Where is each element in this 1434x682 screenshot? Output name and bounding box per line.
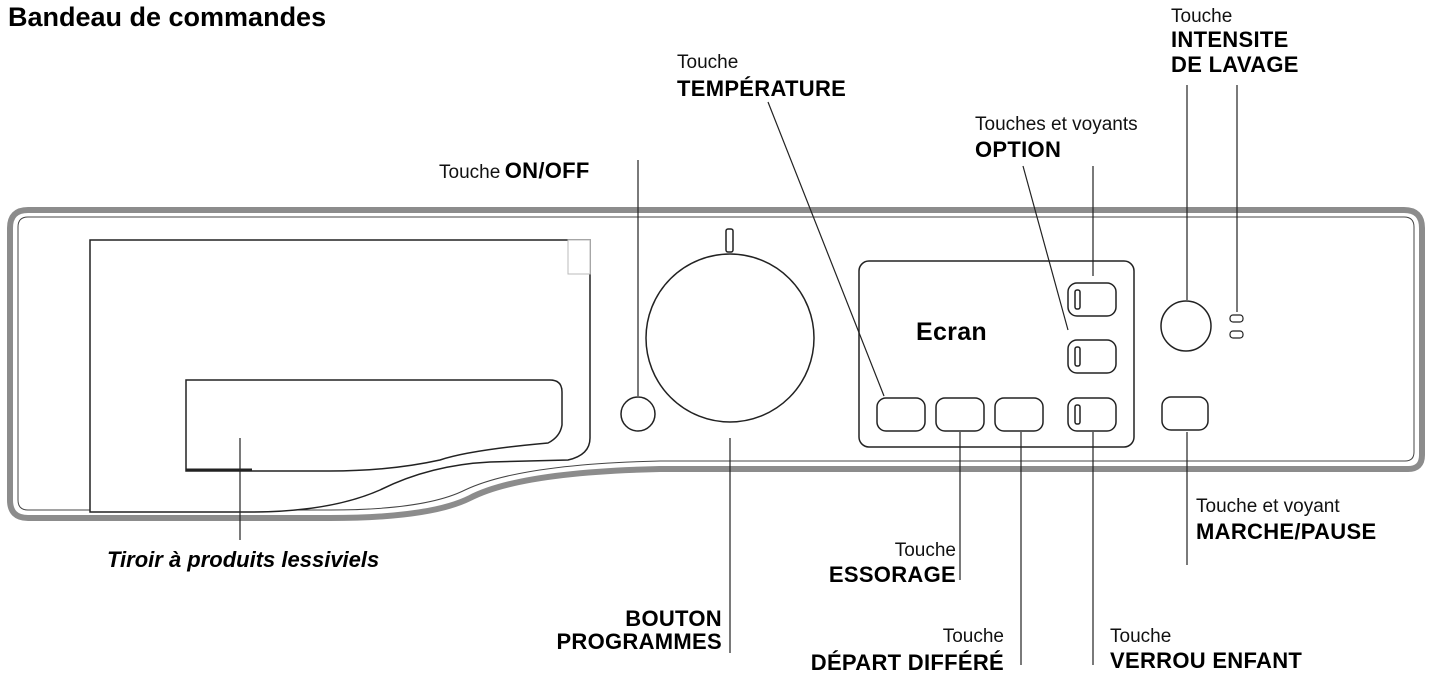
- dial-indicator: [725, 228, 734, 253]
- start-pause-button[interactable]: [1161, 396, 1209, 431]
- intensity-led-2: [1229, 330, 1244, 339]
- spin-button[interactable]: [935, 397, 985, 432]
- intensite-label-line2: DE LAVAGE: [1171, 52, 1299, 77]
- leader-temperature: [767, 101, 885, 397]
- drawer-handle[interactable]: [185, 379, 563, 472]
- onoff-button[interactable]: [620, 396, 656, 432]
- temperature-prefix: Touche: [677, 52, 739, 73]
- option-led-2: [1074, 346, 1081, 367]
- depart-prefix: Touche: [942, 626, 1004, 647]
- temperature-label: TEMPÉRATURE: [677, 76, 847, 101]
- onoff-prefix: Touche: [439, 162, 501, 183]
- drawer-tab: [567, 239, 591, 275]
- tiroir-label: Tiroir à produits lessiviels: [107, 547, 380, 572]
- option-led-1: [1074, 289, 1081, 310]
- programmes-label-line2: PROGRAMMES: [556, 629, 722, 654]
- depart-label: DÉPART DIFFÉRÉ: [810, 650, 1004, 675]
- verrou-prefix: Touche: [1110, 626, 1172, 647]
- onoff-callout: Touche ON/OFF: [439, 158, 590, 183]
- marche-label: MARCHE/PAUSE: [1196, 519, 1377, 544]
- panel-outline: [7, 207, 1425, 521]
- essorage-prefix: Touche: [894, 540, 956, 561]
- intensite-label-line1: INTENSITE: [1171, 27, 1289, 52]
- screen-label: Ecran: [916, 318, 987, 346]
- panel-inner-line: [17, 216, 1415, 511]
- delay-start-button[interactable]: [994, 397, 1044, 432]
- option-label: OPTION: [975, 137, 1062, 162]
- diagram-title: Bandeau de commandes: [8, 2, 327, 32]
- option-prefix: Touches et voyants: [975, 114, 1138, 135]
- programmes-label-line1: BOUTON: [625, 606, 722, 631]
- display-panel: [858, 260, 1135, 448]
- onoff-label: ON/OFF: [504, 158, 590, 183]
- intensity-knob[interactable]: [1160, 300, 1212, 352]
- intensity-led-1: [1229, 314, 1244, 323]
- leader-option-left: [1022, 165, 1069, 331]
- child-lock-led: [1074, 404, 1081, 425]
- essorage-label: ESSORAGE: [828, 562, 956, 587]
- marche-prefix: Touche et voyant: [1196, 496, 1340, 517]
- intensite-prefix: Touche: [1171, 6, 1233, 27]
- program-dial[interactable]: [645, 253, 815, 423]
- leader-lines: [239, 85, 1238, 665]
- temperature-button[interactable]: [876, 397, 926, 432]
- verrou-label: VERROU ENFANT: [1110, 648, 1303, 673]
